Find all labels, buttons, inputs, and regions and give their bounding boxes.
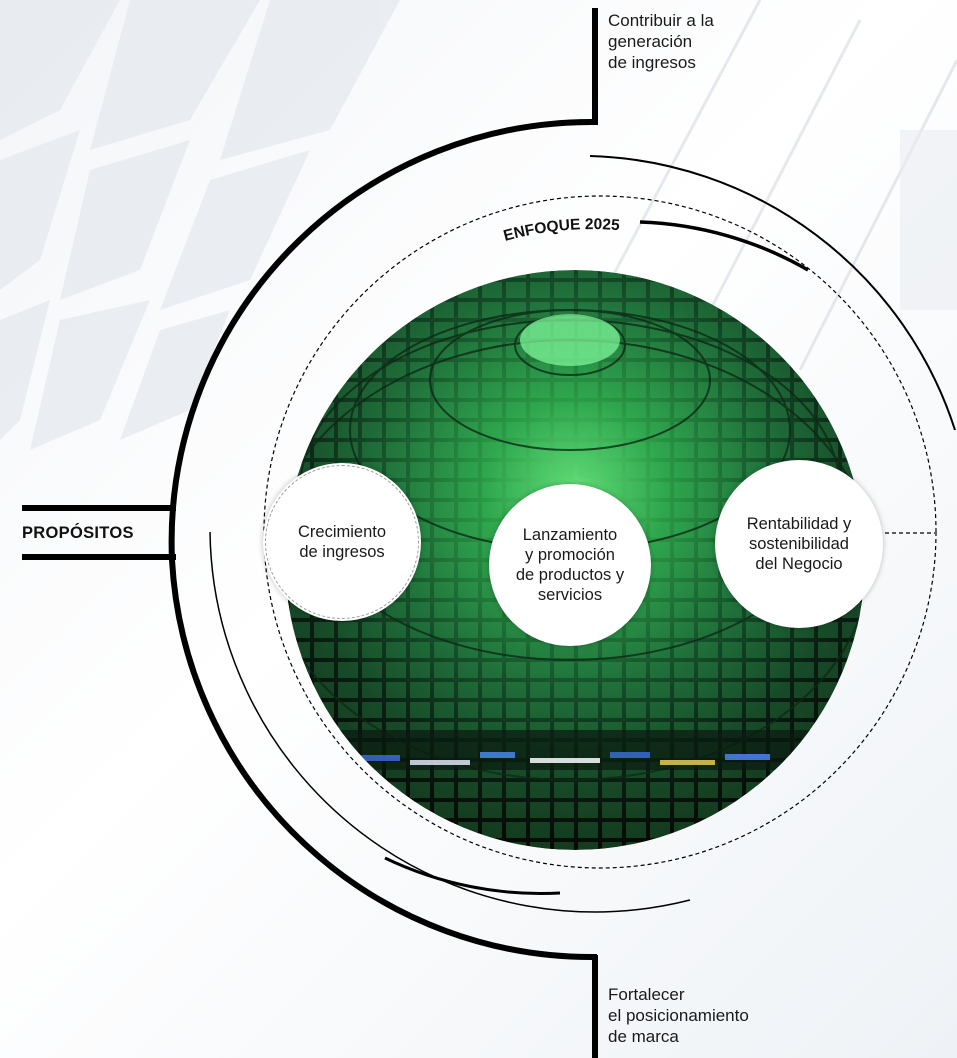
focus-line: de ingresos (299, 543, 385, 561)
inner-arc-upper (639, 220, 809, 272)
bottom-goal: Fortalecer el posicionamiento de marca (608, 984, 828, 1047)
purposes-label: PROPÓSITOS (22, 524, 134, 542)
badge-title: ENFOQUE 2025 (502, 216, 621, 245)
focus-line: Lanzamiento (522, 526, 618, 544)
inner-arc-lower (384, 856, 561, 895)
focus-bubble-launch: Lanzamiento y promoción de productos y s… (489, 484, 651, 646)
outer-arc (168, 118, 598, 961)
focus-line: de productos y (515, 566, 625, 584)
inner-arc-left (209, 531, 691, 913)
dashed-ring (263, 195, 937, 869)
focus-line: Crecimiento (297, 523, 387, 541)
bottom-goal-line: el posicionamiento (608, 1006, 749, 1025)
focus-line: sostenibilidad (749, 535, 849, 553)
focus-line: Rentabilidad y (746, 515, 852, 533)
top-goal-line: de ingresos (608, 53, 696, 72)
focus-bubble-income: Crecimiento de ingresos (263, 463, 421, 621)
focus-bubble-profitability: Rentabilidad y sostenibilidad del Negoci… (715, 460, 883, 628)
top-goal-line: Contribuir a la (608, 11, 714, 30)
focus-line: servicios (537, 586, 603, 604)
top-goal-line: generación (608, 32, 693, 51)
top-goal: Contribuir a la generación de ingresos (608, 10, 808, 73)
svg-text:ENFOQUE 2025: ENFOQUE 2025 (502, 216, 621, 245)
right-arc (589, 155, 956, 431)
bottom-goal-line: de marca (608, 1027, 679, 1046)
focus-line: del Negocio (755, 555, 843, 573)
bottom-goal-line: Fortalecer (608, 985, 685, 1004)
focus-line: y promoción (525, 546, 615, 564)
